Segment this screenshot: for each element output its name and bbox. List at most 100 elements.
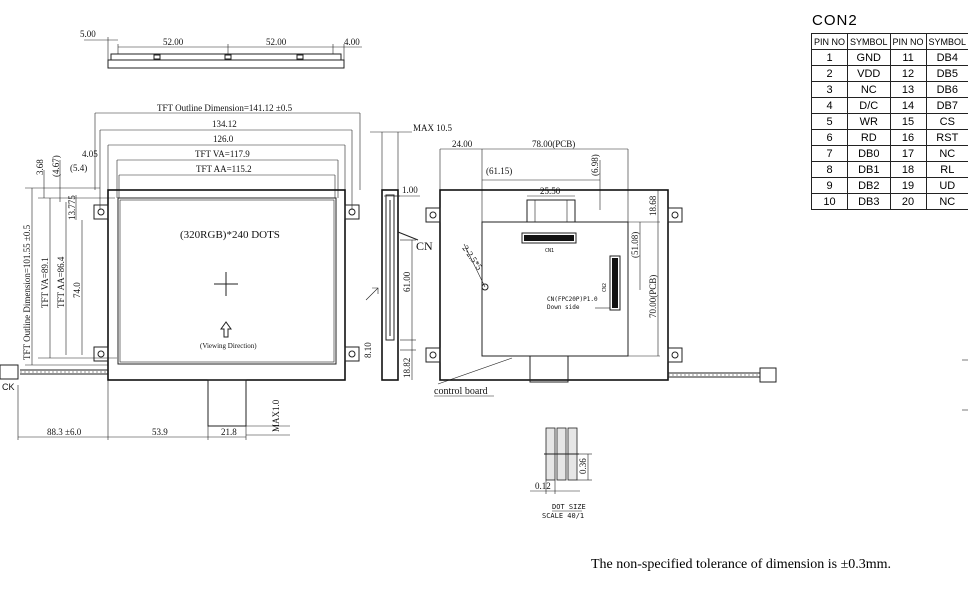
dim-4-00: 4.00 (344, 37, 360, 47)
table-cell: 2 (810, 65, 849, 82)
dim-4-05: 4.05 (82, 149, 98, 159)
table-cell: 9 (810, 177, 849, 194)
dim-13-775: 13.775 (67, 195, 77, 220)
dim-max-10-5: MAX 10.5 (413, 123, 453, 133)
table-cell: DB7 (925, 97, 968, 114)
table-cell: 7 (810, 145, 849, 162)
dim-tft-va-height: TFT VA=89.1 (40, 257, 50, 308)
dim-3-68: 3.68 (35, 159, 45, 175)
table-cell: NC (847, 81, 891, 98)
dim-0-12: 0.12 (535, 481, 551, 491)
side-view: MAX 10.5 1.00 CN 61.00 8.10 18.82 (363, 123, 453, 381)
pin20-label: CN2 (602, 283, 608, 292)
pin1-label: CN1 (545, 248, 554, 254)
table-cell: 12 (889, 65, 927, 82)
dim-5-00: 5.00 (80, 29, 96, 39)
resolution-label: (320RGB)*240 DOTS (180, 229, 280, 241)
table-cell: DB0 (847, 145, 891, 162)
header-symbol-2: SYMBOL (925, 33, 968, 50)
table-cell: 3 (810, 81, 849, 98)
table-cell: RD (847, 129, 891, 146)
table-cell: DB2 (847, 177, 891, 194)
dot-size-title: DOT SIZE (552, 503, 586, 511)
top-view: 5.00 52.00 52.00 4.00 (80, 29, 362, 69)
table-cell: 4 (810, 97, 849, 114)
table-cell: DB5 (925, 65, 968, 82)
dim-61-00: 61.00 (402, 271, 412, 292)
table-cell: 6 (810, 129, 849, 146)
dim-134-12: 134.12 (212, 119, 237, 129)
table-cell: D/C (847, 97, 891, 114)
table-cell: GND (847, 49, 891, 66)
dim-74-0: 74.0 (72, 282, 82, 298)
table-cell: CS (925, 113, 968, 130)
control-board-label: control board (434, 386, 488, 397)
table-cell: DB3 (847, 193, 891, 210)
dim-18-68: 18.68 (648, 195, 658, 216)
tolerance-note: The non-specified tolerance of dimension… (591, 557, 892, 572)
dim-25-50: 25.50 (540, 186, 561, 196)
table-cell: 18 (889, 161, 927, 178)
dim-88-3: 88.3 ±6.0 (47, 427, 82, 437)
table-cell: 14 (889, 97, 927, 114)
dim-tft-aa-height: TFT AA=86.4 (56, 256, 66, 308)
table-cell: DB4 (925, 49, 968, 66)
table-cell: 1 (810, 49, 849, 66)
table-cell: WR (847, 113, 891, 130)
connector-table-title: CON2 (812, 12, 858, 29)
dim-21-8: 21.8 (221, 427, 237, 437)
table-cell: 11 (889, 49, 927, 66)
header-symbol-1: SYMBOL (847, 33, 891, 50)
dim-max-1-0: MAX1.0 (271, 399, 281, 432)
table-cell: 15 (889, 113, 927, 130)
dot-size-scale: SCALE 40/1 (542, 512, 584, 520)
table-cell: VDD (847, 65, 891, 82)
header-pin-no-2: PIN NO (889, 33, 927, 50)
dim-70-00-pcb: 70.00(PCB) (648, 275, 658, 318)
back-view: 24.00 78.00(PCB) (61.15) (6.98) 25.50 CN… (425, 139, 777, 397)
dim-outline-height: TFT Outline Dimension=101.55 ±0.5 (22, 224, 32, 360)
connector-note-2: Down side (547, 304, 580, 311)
dim-6-98: (6.98) (590, 154, 600, 176)
table-cell: NC (925, 193, 968, 210)
table-cell: RL (925, 161, 968, 178)
table-cell: 10 (810, 193, 849, 210)
hole-label: 2-2.5*5 (460, 243, 484, 272)
dim-126-0: 126.0 (213, 134, 234, 144)
dim-61-15: (61.15) (486, 166, 512, 176)
table-cell: DB6 (925, 81, 968, 98)
viewing-direction-label: (Viewing Direction) (200, 342, 257, 350)
header-pin-no-1: PIN NO (810, 33, 849, 50)
dim-18-82: 18.82 (402, 358, 412, 378)
dim-5-4: (5.4) (70, 163, 87, 173)
table-cell: 13 (889, 81, 927, 98)
dim-8-10: 8.10 (363, 342, 373, 358)
dim-4-67: (4.67) (51, 155, 61, 177)
dim-tft-va-width: TFT VA=117.9 (195, 149, 250, 159)
dot-size-detail: 0.36 0.12 DOT SIZE SCALE 40/1 (530, 427, 592, 520)
ck-label: CK (2, 382, 15, 392)
dim-52-00-right: 52.00 (266, 37, 287, 47)
dim-1-00: 1.00 (402, 185, 418, 195)
table-cell: 5 (810, 113, 849, 130)
table-cell: RST (925, 129, 968, 146)
table-cell: 8 (810, 161, 849, 178)
dim-53-9: 53.9 (152, 427, 168, 437)
table-header-row: PIN NO SYMBOL PIN NO SYMBOL (810, 33, 968, 50)
dim-78-00-pcb: 78.00(PCB) (532, 139, 575, 149)
cn-label: CN (416, 239, 433, 253)
table-cell: NC (925, 145, 968, 162)
table-cell: 19 (889, 177, 927, 194)
front-view: TFT Outline Dimension=141.12 ±0.5 134.12… (0, 103, 361, 440)
table-cell: DB1 (847, 161, 891, 178)
table-cell: 20 (889, 193, 927, 210)
